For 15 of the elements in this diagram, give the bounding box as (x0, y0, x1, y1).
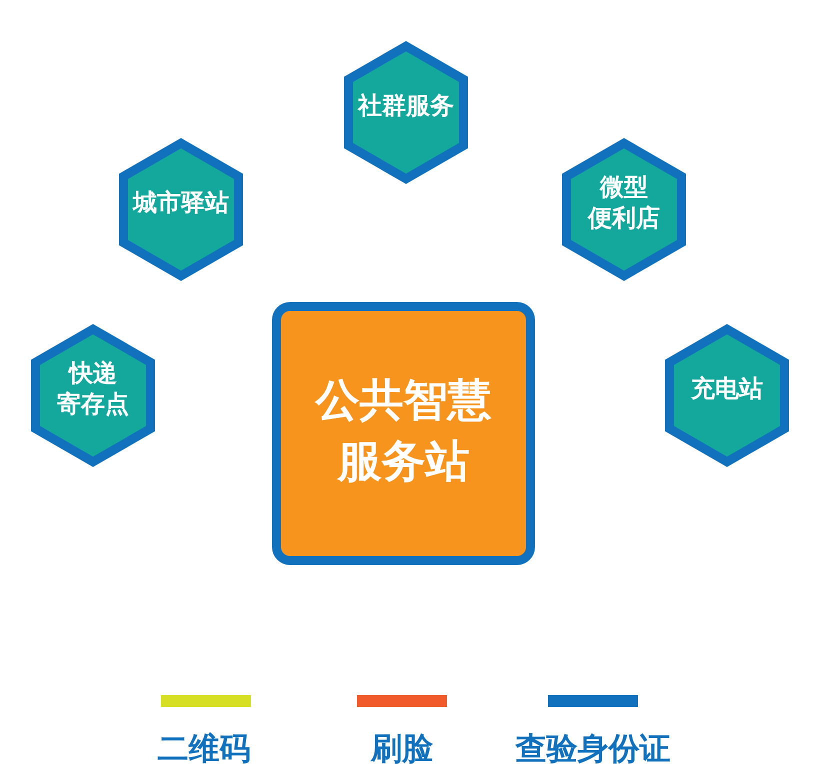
service-hexagon (119, 138, 243, 280)
service-hexagon (665, 324, 789, 466)
service-hexagon (562, 138, 686, 280)
service-hexagon (31, 324, 155, 466)
legend-label: 刷脸 (371, 731, 433, 767)
legend-label: 查验身份证 (516, 731, 670, 767)
legend-label: 二维码 (158, 731, 250, 767)
service-hexagon (344, 40, 468, 184)
hexagon-label: 微型便利店 (588, 172, 660, 234)
hexagon-label: 快递寄存点 (57, 358, 129, 420)
hexagon-label: 充电站 (691, 374, 763, 404)
hexagon-label: 社群服务 (358, 90, 454, 122)
hexagon-label: 城市驿站 (133, 188, 229, 218)
station-label: 公共智慧服务站 (316, 374, 492, 488)
station-box (272, 302, 535, 565)
